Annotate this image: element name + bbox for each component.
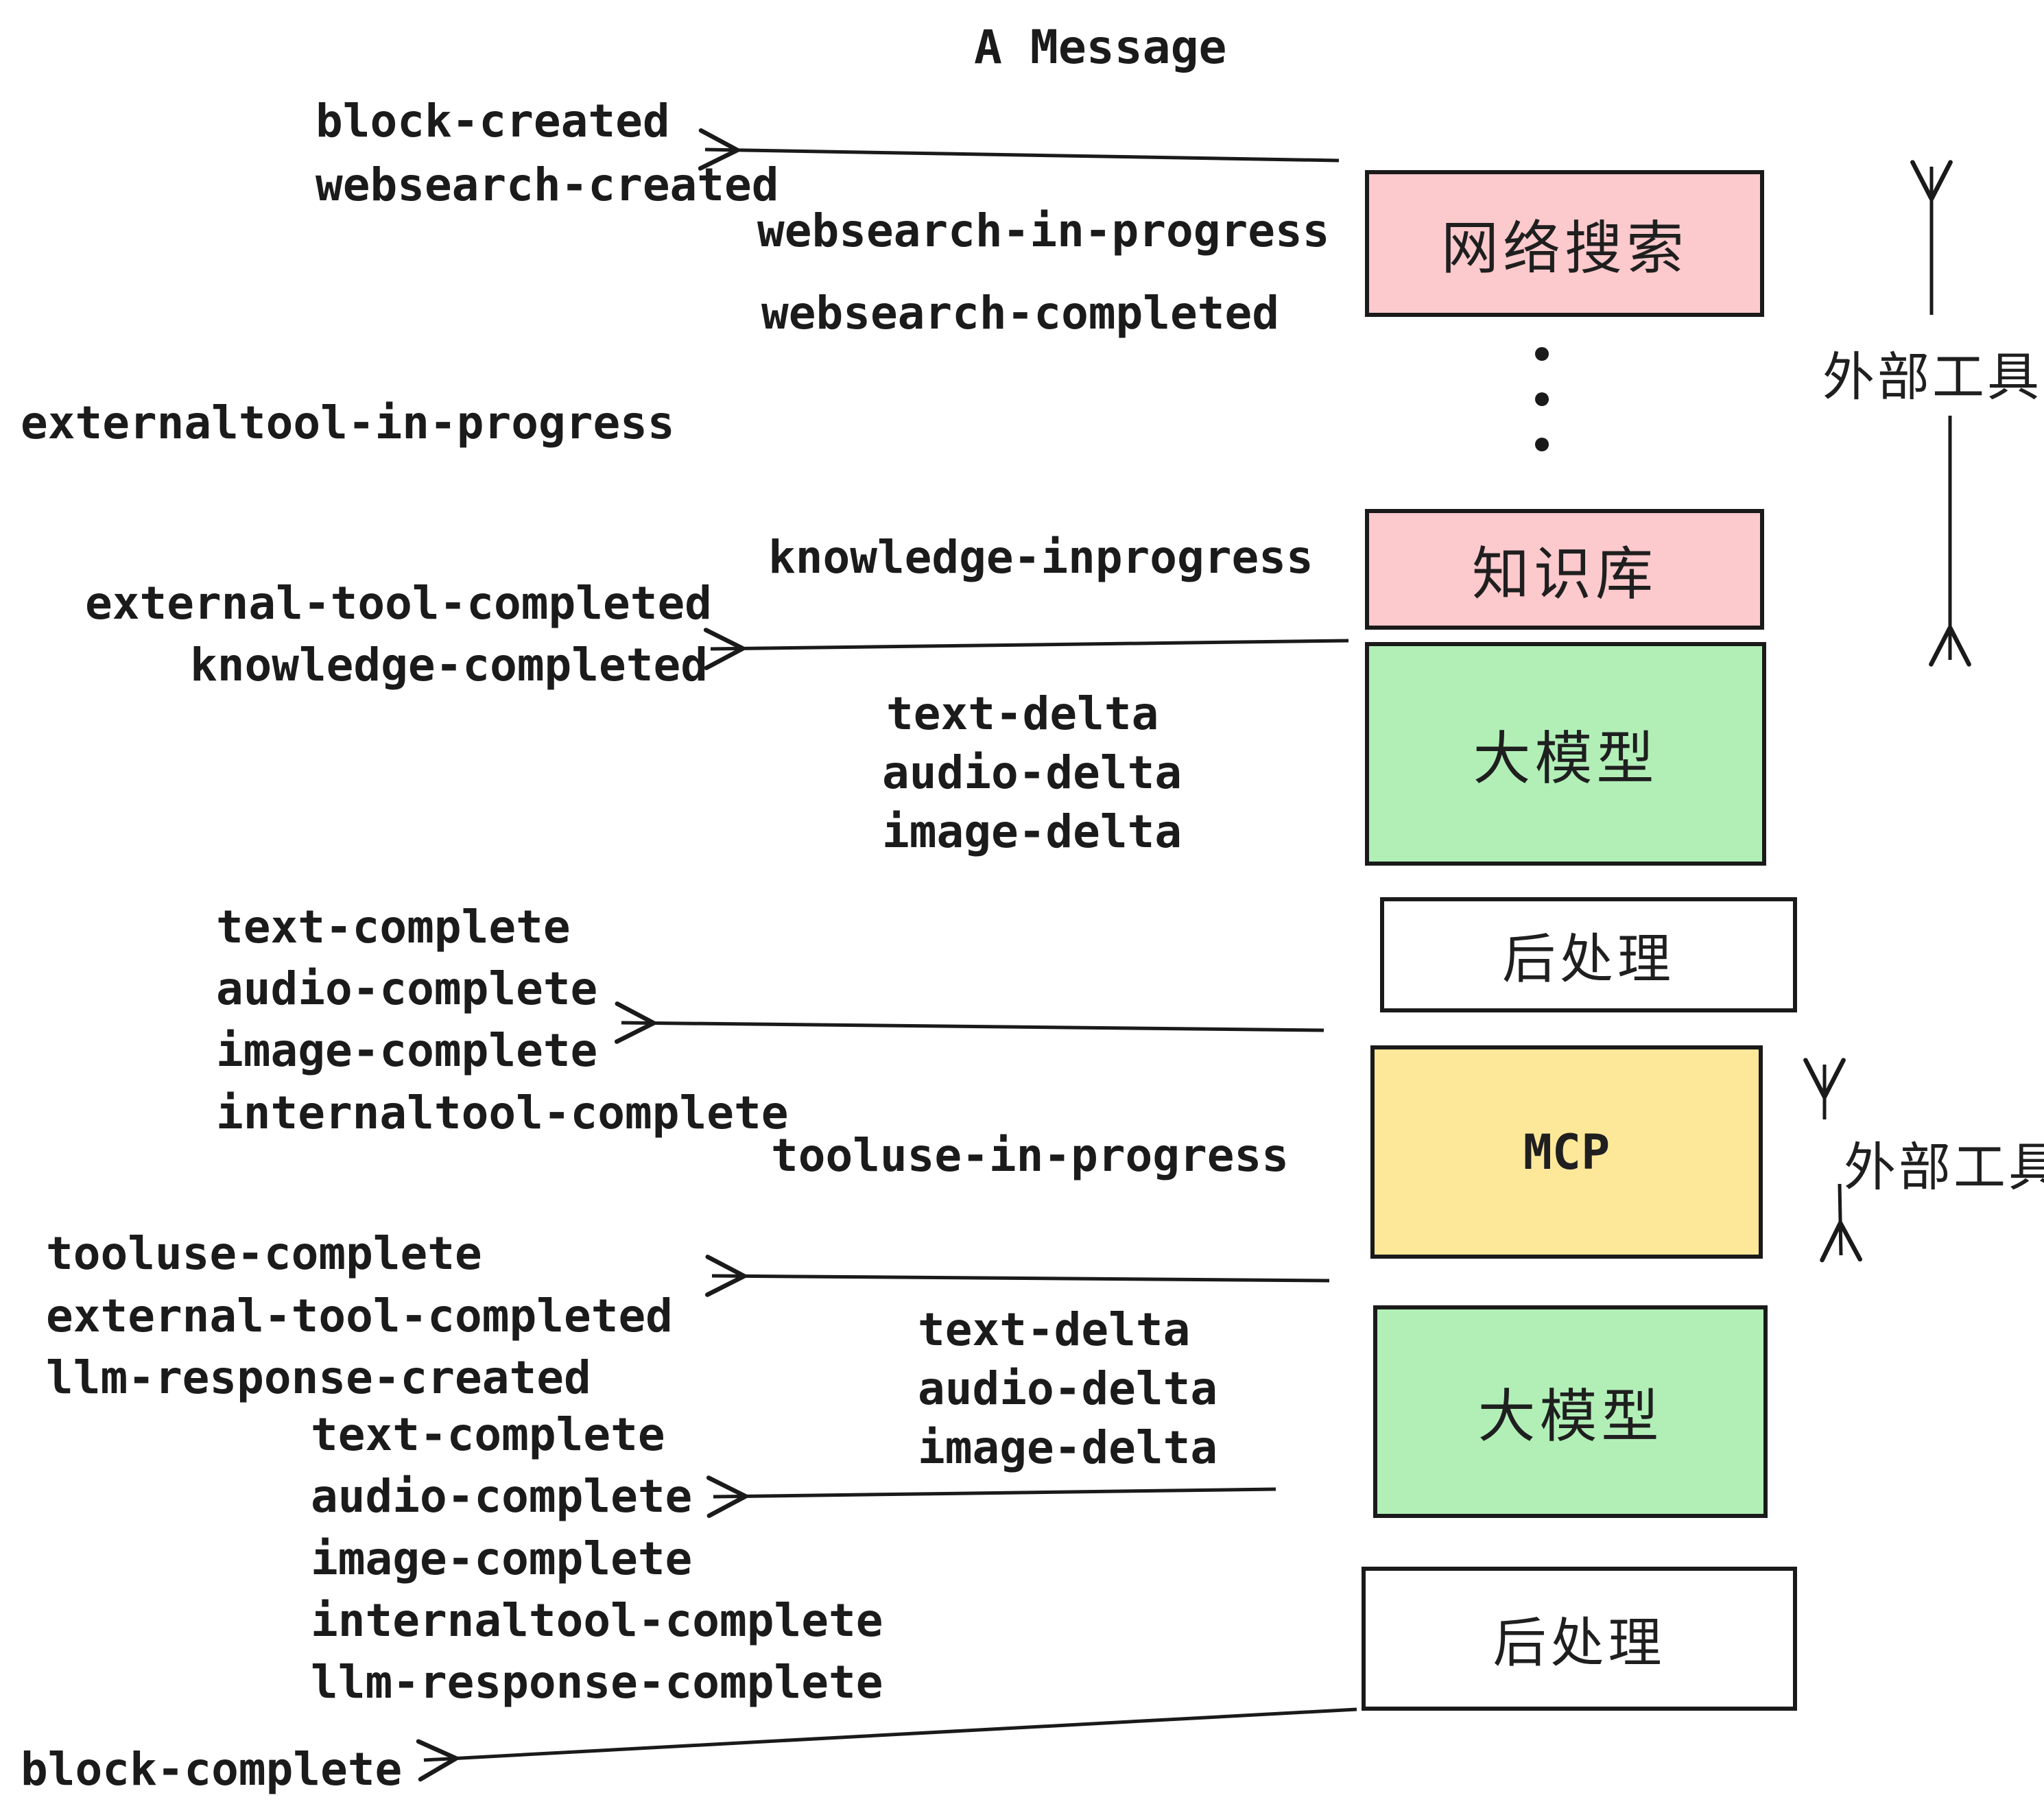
event-externaltool-in-progress: externaltool-in-progress (21, 396, 675, 449)
side-label-external-tools-mcp: 外部工具 (1844, 1139, 2044, 1197)
event-block-created: block-created (316, 95, 670, 147)
event-internaltool-complete-2: internaltool-complete (311, 1594, 883, 1647)
arrow-external-mcp-down (1820, 1183, 1862, 1263)
event-llm-response-complete: llm-response-complete (311, 1656, 883, 1709)
box-postprocess-1-label: 后处理 (1501, 929, 1675, 989)
event-knowledge-completed: knowledge-completed (190, 639, 708, 691)
side-label-external-tools-top: 外部工具 (1822, 348, 2042, 407)
event-internaltool-complete-1: internaltool-complete (216, 1087, 789, 1139)
event-image-complete-2: image-complete (311, 1532, 693, 1585)
event-text-complete-2: text-complete (311, 1408, 665, 1461)
event-tooluse-in-progress: tooluse-in-progress (771, 1129, 1289, 1182)
event-websearch-created: websearch-created (316, 158, 779, 211)
box-knowledge: 知识库 (1365, 509, 1764, 630)
box-mcp-label: MCP (1523, 1124, 1611, 1180)
arrow-block-created (698, 128, 1340, 171)
box-llm-1-label: 大模型 (1473, 726, 1659, 791)
box-llm-1: 大模型 (1365, 642, 1766, 866)
event-image-delta-1: image-delta (882, 805, 1183, 858)
ellipsis-dot (1535, 347, 1549, 361)
event-audio-delta-1: audio-delta (882, 746, 1183, 799)
box-websearch: 网络搜索 (1365, 170, 1764, 317)
box-llm-2: 大模型 (1373, 1305, 1768, 1518)
box-postprocess-2: 后处理 (1362, 1567, 1797, 1711)
event-text-delta-1: text-delta (886, 687, 1159, 740)
event-audio-complete-2: audio-complete (311, 1470, 693, 1523)
diagram-title: A Message (974, 21, 1227, 75)
event-image-delta-2: image-delta (918, 1421, 1218, 1474)
box-mcp: MCP (1370, 1045, 1763, 1259)
box-websearch-label: 网络搜索 (1440, 215, 1688, 281)
arrow-block-complete (416, 1707, 1357, 1782)
arrow-internal-complete (614, 1001, 1324, 1044)
event-text-delta-2: text-delta (918, 1303, 1191, 1356)
event-audio-delta-2: audio-delta (918, 1362, 1218, 1415)
box-llm-2-label: 大模型 (1477, 1384, 1663, 1449)
event-image-complete-1: image-complete (216, 1024, 598, 1077)
event-block-complete: block-complete (21, 1743, 403, 1796)
event-external-tool-completed-2: external-tool-completed (46, 1290, 673, 1342)
event-audio-complete-1: audio-complete (216, 962, 598, 1015)
ellipsis-dot (1535, 438, 1549, 451)
event-llm-response-created: llm-response-created (46, 1351, 591, 1404)
event-knowledge-inprogress: knowledge-inprogress (768, 531, 1314, 584)
event-tooluse-complete: tooluse-complete (46, 1227, 482, 1280)
arrow-knowledge-completed (703, 628, 1349, 670)
arrow-llm2-complete (706, 1475, 1276, 1518)
event-websearch-completed: websearch-completed (761, 287, 1279, 340)
event-text-complete-1: text-complete (216, 901, 571, 953)
box-postprocess-2-label: 后处理 (1493, 1613, 1666, 1673)
arrow-tooluse-complete (705, 1255, 1330, 1297)
box-postprocess-1: 后处理 (1380, 897, 1797, 1012)
event-external-tool-completed-1: external-tool-completed (85, 577, 712, 630)
ellipsis-dot (1535, 392, 1549, 406)
event-websearch-in-progress: websearch-in-progress (757, 204, 1330, 257)
box-knowledge-label: 知识库 (1471, 541, 1657, 606)
